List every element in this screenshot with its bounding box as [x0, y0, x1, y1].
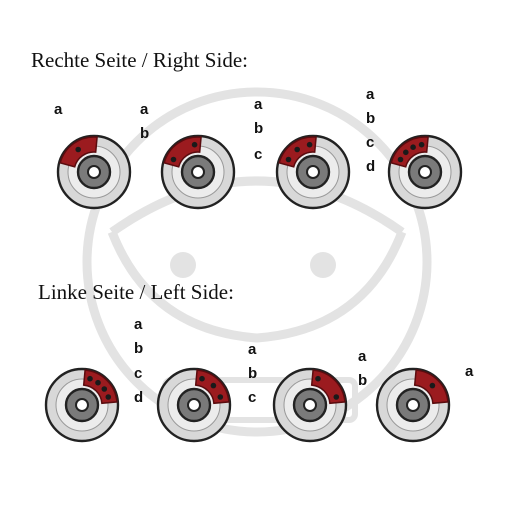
piston-letter: a — [134, 316, 143, 333]
piston-dot — [75, 146, 81, 153]
piston-letter: c — [248, 389, 257, 406]
brake-disc-icon — [375, 367, 451, 443]
left-side-title: Linke Seite / Left Side: — [38, 280, 234, 304]
piston-letter: a — [248, 341, 257, 358]
piston-letter: a — [254, 96, 263, 113]
piston-letter: b — [248, 365, 258, 382]
piston-letter: b — [358, 372, 368, 389]
piston-dot — [306, 141, 313, 148]
piston-dot — [101, 386, 108, 392]
piston-dot — [210, 382, 217, 389]
brake-disc-icon — [272, 367, 348, 443]
brake-disc-icon — [56, 134, 132, 210]
piston-dot — [294, 146, 301, 153]
piston-letter: d — [366, 158, 376, 175]
piston-letter: a — [140, 101, 149, 118]
piston-dot — [170, 156, 177, 163]
piston-dot — [191, 141, 198, 148]
piston-letter: b — [366, 110, 376, 127]
piston-letter: a — [465, 363, 474, 380]
piston-letter: a — [54, 101, 63, 118]
piston-dot — [410, 144, 416, 150]
piston-dot — [105, 394, 112, 400]
discs-layer — [44, 134, 463, 443]
piston-letter: c — [366, 134, 375, 151]
piston-dot — [397, 156, 404, 163]
piston-dot — [333, 394, 340, 400]
brake-disc-icon — [160, 134, 236, 210]
piston-letter: a — [358, 348, 367, 365]
right-side-title: Rechte Seite / Right Side: — [31, 48, 248, 72]
brake-disc-icon — [387, 134, 463, 210]
brake-disc-icon — [275, 134, 351, 210]
piston-letter: c — [134, 365, 143, 382]
piston-dot — [403, 149, 409, 156]
piston-dot — [217, 394, 224, 400]
piston-letter: b — [134, 340, 144, 357]
brake-disc-icon — [44, 367, 120, 443]
piston-dot — [315, 375, 321, 382]
piston-dot — [87, 375, 93, 382]
watermark-logo-icon — [82, 87, 432, 437]
piston-letter: d — [134, 389, 144, 406]
piston-letter: b — [254, 120, 264, 137]
piston-dot — [418, 141, 425, 148]
piston-dot — [199, 375, 205, 382]
piston-letter: c — [254, 146, 263, 163]
brake-disc-icon — [156, 367, 232, 443]
piston-dot — [285, 156, 292, 163]
piston-letter: a — [366, 86, 375, 103]
piston-dot — [429, 382, 436, 389]
piston-dot — [95, 379, 101, 386]
piston-letter: b — [140, 125, 150, 142]
